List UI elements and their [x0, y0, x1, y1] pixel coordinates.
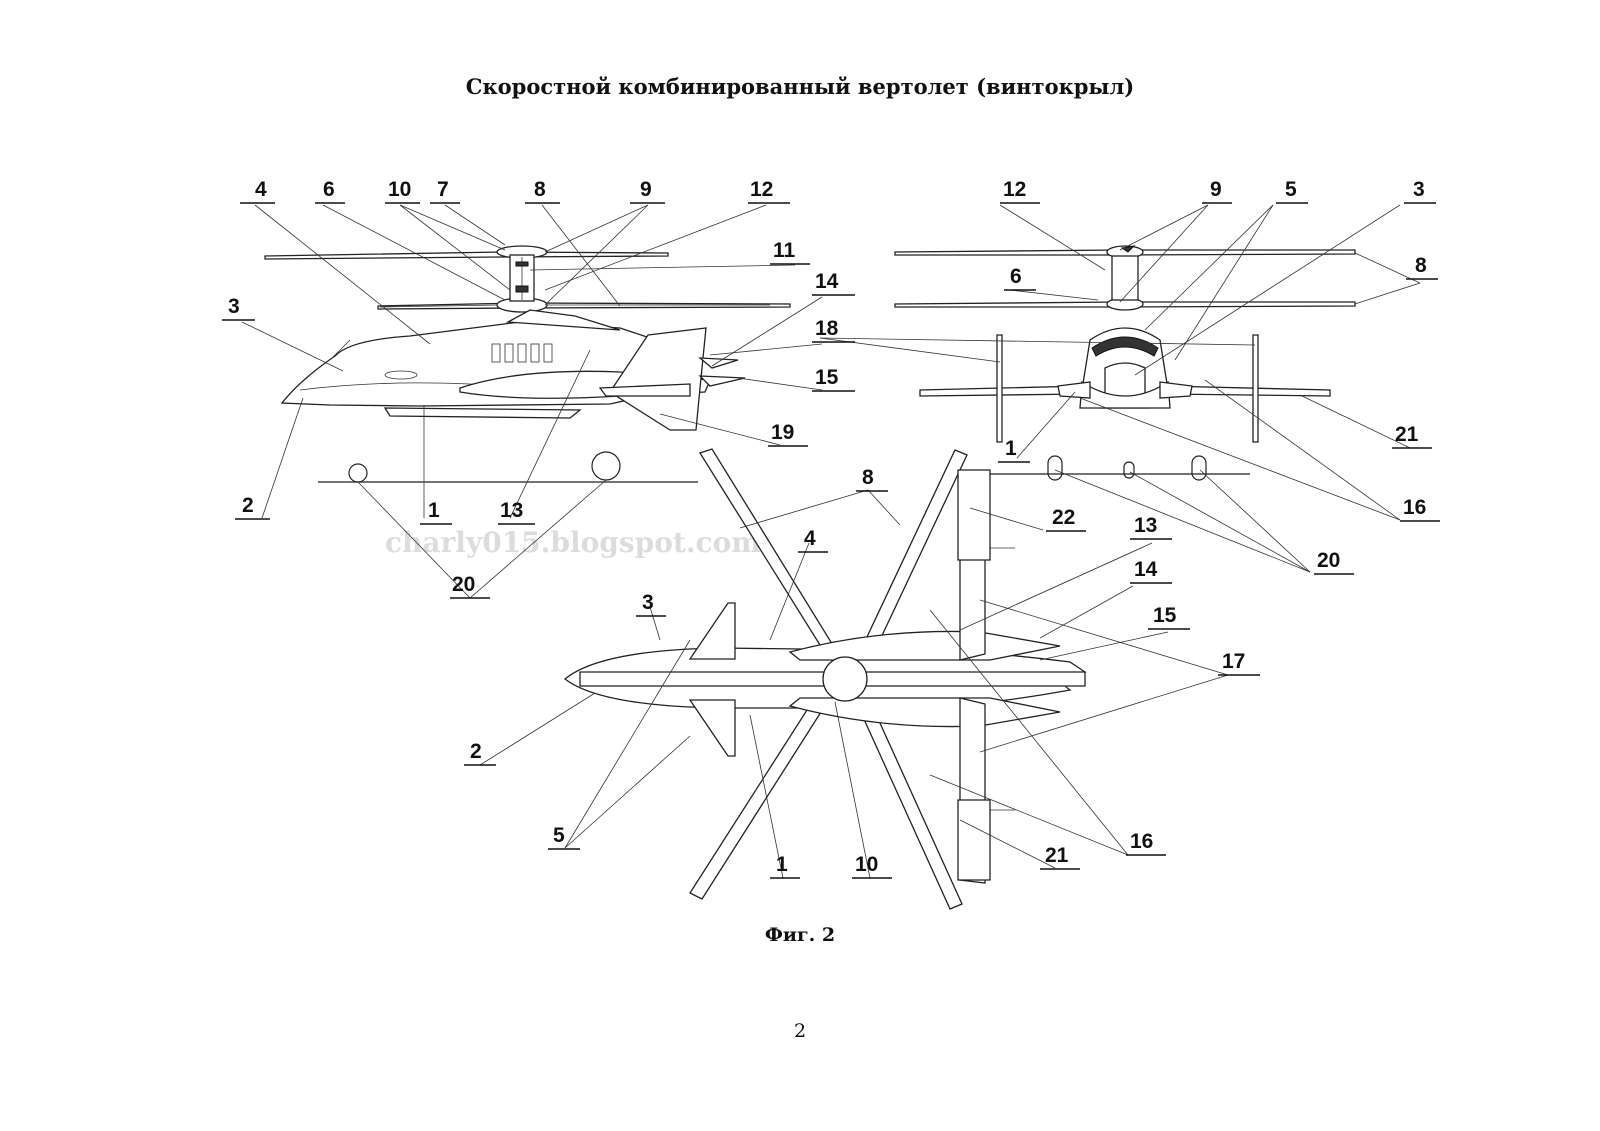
side-view-drawing [264, 245, 791, 483]
top-label-5: 5 [553, 824, 565, 847]
front-label-20: 20 [1317, 549, 1340, 572]
front-label-9: 9 [1210, 178, 1222, 201]
top-label-8: 8 [862, 466, 874, 489]
side-label-13: 13 [500, 499, 523, 522]
front-label-12: 12 [1003, 178, 1026, 201]
top-label-14: 14 [1134, 558, 1158, 581]
side-label-9: 9 [640, 178, 652, 201]
side-label-8: 8 [534, 178, 546, 201]
side-label-1: 1 [428, 499, 440, 522]
side-label-20: 20 [452, 573, 475, 596]
figure-caption: Фиг. 2 [0, 924, 1600, 946]
top-label-17: 17 [1222, 650, 1245, 673]
front-label-6: 6 [1010, 265, 1022, 288]
figure-caption-text: Фиг. 2 [764, 924, 836, 946]
side-label-2: 2 [242, 494, 254, 517]
page-title: Скоростной комбинированный вертолет (вин… [465, 74, 1135, 99]
top-label-21: 21 [1045, 844, 1069, 867]
side-label-19: 19 [771, 421, 794, 444]
side-label-15: 15 [815, 366, 839, 389]
side-label-4: 4 [255, 178, 267, 201]
callout-labels: 4 6 10 7 8 9 12 11 14 18 15 19 3 2 1 13 … [222, 178, 1440, 879]
side-label-14: 14 [815, 270, 839, 293]
top-label-16: 16 [1130, 830, 1153, 853]
side-label-7: 7 [437, 178, 449, 201]
front-label-3: 3 [1413, 178, 1425, 201]
side-label-3: 3 [228, 295, 240, 318]
top-label-22: 22 [1052, 506, 1075, 529]
top-label-13: 13 [1134, 514, 1157, 537]
top-view-drawing [563, 448, 1087, 910]
top-label-2: 2 [470, 740, 482, 763]
watermark: charly015.blogspot.com [385, 526, 761, 559]
top-label-15: 15 [1153, 604, 1177, 627]
side-label-6: 6 [323, 178, 335, 201]
top-label-1: 1 [776, 853, 788, 876]
side-label-12: 12 [750, 178, 773, 201]
front-view-drawing [894, 245, 1356, 481]
front-label-8: 8 [1415, 254, 1427, 277]
top-label-3: 3 [642, 591, 654, 614]
front-label-16: 16 [1403, 496, 1426, 519]
leader-lines [241, 204, 1421, 879]
front-label-21: 21 [1395, 423, 1419, 446]
front-label-1: 1 [1005, 437, 1017, 460]
top-label-10: 10 [855, 853, 878, 876]
side-label-10: 10 [388, 178, 411, 201]
front-label-5: 5 [1285, 178, 1297, 201]
page-number: 2 [793, 1020, 807, 1042]
side-label-18: 18 [815, 317, 839, 340]
side-label-11: 11 [773, 239, 796, 262]
top-label-4: 4 [804, 527, 816, 550]
